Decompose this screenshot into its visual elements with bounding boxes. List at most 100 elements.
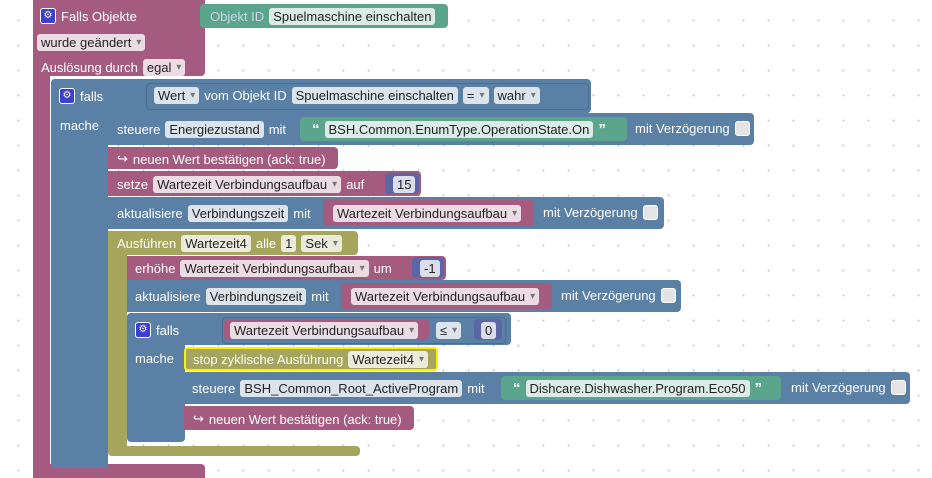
increase-value-row: -1 — [420, 260, 445, 277]
update2-variable-row: Wartezeit Verbindungsaufbau — [351, 288, 544, 305]
if2-mache-row: mache — [135, 351, 179, 366]
to-label: auf — [346, 177, 365, 192]
update-label: aktualisiere — [135, 289, 201, 304]
delay-checkbox[interactable] — [890, 380, 906, 395]
object-id-field[interactable]: Spuelmaschine einschalten — [269, 8, 436, 25]
return-arrow-icon: ↪ — [193, 411, 204, 426]
delay-label: mit Verzögerung — [635, 121, 730, 136]
gear-icon[interactable]: ⚙ — [59, 88, 75, 104]
condition-dropdown[interactable]: wurde geändert — [37, 34, 146, 51]
state-field[interactable]: Verbindungszeit — [187, 205, 289, 222]
setvar-value-row: 15 — [393, 176, 420, 193]
boolean-dropdown[interactable]: wahr — [493, 87, 540, 104]
interval-bottom — [108, 446, 360, 456]
ack-block-1[interactable] — [108, 147, 338, 169]
if2-value-row: 0 — [481, 322, 501, 339]
if2-operator-row: ≤ — [436, 322, 466, 339]
state-field[interactable]: BSH_Common_Root_ActiveProgram — [240, 380, 463, 397]
state-field[interactable]: Energiezustand — [165, 121, 264, 138]
operator-dropdown[interactable]: ≤ — [436, 322, 462, 339]
number-field[interactable]: 0 — [481, 322, 497, 339]
condition-row: wurde geändert — [37, 34, 150, 51]
increase-row: erhöhe Wartezeit Verbindungsaufbau um — [135, 260, 397, 277]
if2-falls-label: falls — [156, 322, 180, 338]
if-block-1[interactable] — [51, 79, 108, 468]
delay-label: mit Verzögerung — [791, 380, 886, 395]
interval-name-field[interactable]: Wartezeit4 — [181, 235, 251, 252]
return-arrow-icon: ↪ — [117, 151, 128, 166]
update1-variable-row: Wartezeit Verbindungsaufbau — [333, 205, 526, 222]
delay-update2-row: mit Verzögerung — [561, 288, 681, 303]
trigger-by-dropdown[interactable]: egal — [142, 59, 186, 76]
ack-label: neuen Wert bestätigen (ack: true) — [132, 151, 326, 167]
ack-block-2[interactable] — [184, 406, 414, 430]
with-label: mit — [467, 381, 485, 396]
variable-dropdown[interactable]: Wartezeit Verbindungsaufbau — [230, 322, 419, 339]
increase-label: erhöhe — [135, 261, 176, 276]
text2-row: “ Dishcare.Dishwasher.Program.Eco50 ” — [513, 380, 767, 397]
operator-dropdown[interactable]: = — [462, 87, 489, 104]
every-label: alle — [255, 236, 277, 251]
text1-row: “ BSH.Common.EnumType.OperationState.On … — [312, 121, 611, 138]
delay-checkbox[interactable] — [642, 205, 658, 220]
text-value-field[interactable]: Dishcare.Dishwasher.Program.Eco50 — [525, 380, 750, 397]
control-label: steuere — [117, 122, 161, 137]
setvar-row: setze Wartezeit Verbindungsaufbau auf — [117, 176, 369, 193]
variable-dropdown[interactable]: Wartezeit Verbindungsaufbau — [351, 288, 540, 305]
ack1-row: ↪ neuen Wert bestätigen (ack: true) — [117, 151, 331, 167]
if2-condition-row: Wartezeit Verbindungsaufbau — [230, 322, 423, 339]
trigger-left-bar — [33, 76, 50, 469]
gear-icon[interactable]: ⚙ — [135, 322, 151, 338]
delay2-row: mit Verzögerung — [791, 380, 911, 395]
interval-row: Ausführen Wartezeit4 alle 1 Sek — [117, 235, 347, 252]
delay-update1-row: mit Verzögerung — [543, 205, 663, 220]
update2-row: aktualisiere Verbindungszeit mit — [135, 288, 334, 305]
variable-dropdown[interactable]: Wartezeit Verbindungsaufbau — [180, 260, 369, 277]
text-value-field[interactable]: BSH.Common.EnumType.OperationState.On — [324, 121, 594, 138]
update-label: aktualisiere — [117, 206, 183, 221]
value-type-dropdown[interactable]: Wert — [154, 87, 200, 104]
gear-icon[interactable]: ⚙ — [40, 8, 56, 24]
if1-falls-label: falls — [80, 88, 104, 104]
quote-icon: “ — [312, 120, 320, 138]
steuere1-row: steuere Energiezustand mit — [117, 121, 291, 138]
delay1-row: mit Verzögerung — [635, 121, 755, 136]
control-label: steuere — [192, 381, 236, 396]
state-field[interactable]: Verbindungszeit — [205, 288, 307, 305]
variable-dropdown[interactable]: Wartezeit Verbindungsaufbau — [153, 176, 342, 193]
interval-name-dropdown[interactable]: Wartezeit4 — [348, 351, 428, 368]
quote-icon: ” — [754, 379, 763, 397]
number-field[interactable]: 15 — [393, 176, 416, 193]
delay-label: mit Verzögerung — [543, 205, 638, 220]
interval-value-field[interactable]: 1 — [281, 235, 297, 252]
delay-checkbox[interactable] — [660, 288, 676, 303]
interval-block[interactable] — [108, 231, 127, 456]
if1-condition-row: Wert vom Objekt ID Spuelmaschine einscha… — [154, 87, 545, 104]
if1-mache-label: mache — [60, 118, 100, 133]
set-label: setze — [117, 177, 149, 192]
object-id-field[interactable]: Spuelmaschine einschalten — [291, 87, 458, 104]
if1-falls-row: ⚙ falls — [59, 88, 108, 104]
number-field[interactable]: -1 — [420, 260, 440, 277]
ack-label: neuen Wert bestätigen (ack: true) — [208, 411, 402, 427]
if1-mache-row: mache — [60, 118, 104, 133]
with-label: mit — [293, 206, 311, 221]
if2-mache-label: mache — [135, 351, 175, 366]
trigger-title: Falls Objekte — [61, 8, 137, 24]
with-label: mit — [268, 122, 287, 137]
update1-row: aktualisiere Verbindungszeit mit — [117, 205, 316, 222]
quote-icon: “ — [513, 379, 521, 397]
stop-label: stop zyklische Ausführung — [193, 352, 344, 367]
variable-dropdown[interactable]: Wartezeit Verbindungsaufbau — [333, 205, 522, 222]
trigger-by-label: Auslösung durch — [41, 60, 138, 75]
if2-falls-row: ⚙ falls — [135, 322, 184, 338]
ack2-row: ↪ neuen Wert bestätigen (ack: true) — [193, 411, 407, 427]
delay-label: mit Verzögerung — [561, 288, 656, 303]
unit-dropdown[interactable]: Sek — [301, 235, 342, 252]
steuere2-row: steuere BSH_Common_Root_ActiveProgram mi… — [192, 380, 490, 397]
run-label: Ausführen — [117, 236, 177, 251]
object-id-label: Objekt ID — [210, 9, 265, 24]
delay-checkbox[interactable] — [734, 121, 750, 136]
by-label: um — [373, 261, 392, 276]
trigger-title-row: ⚙ Falls Objekte — [40, 8, 142, 24]
